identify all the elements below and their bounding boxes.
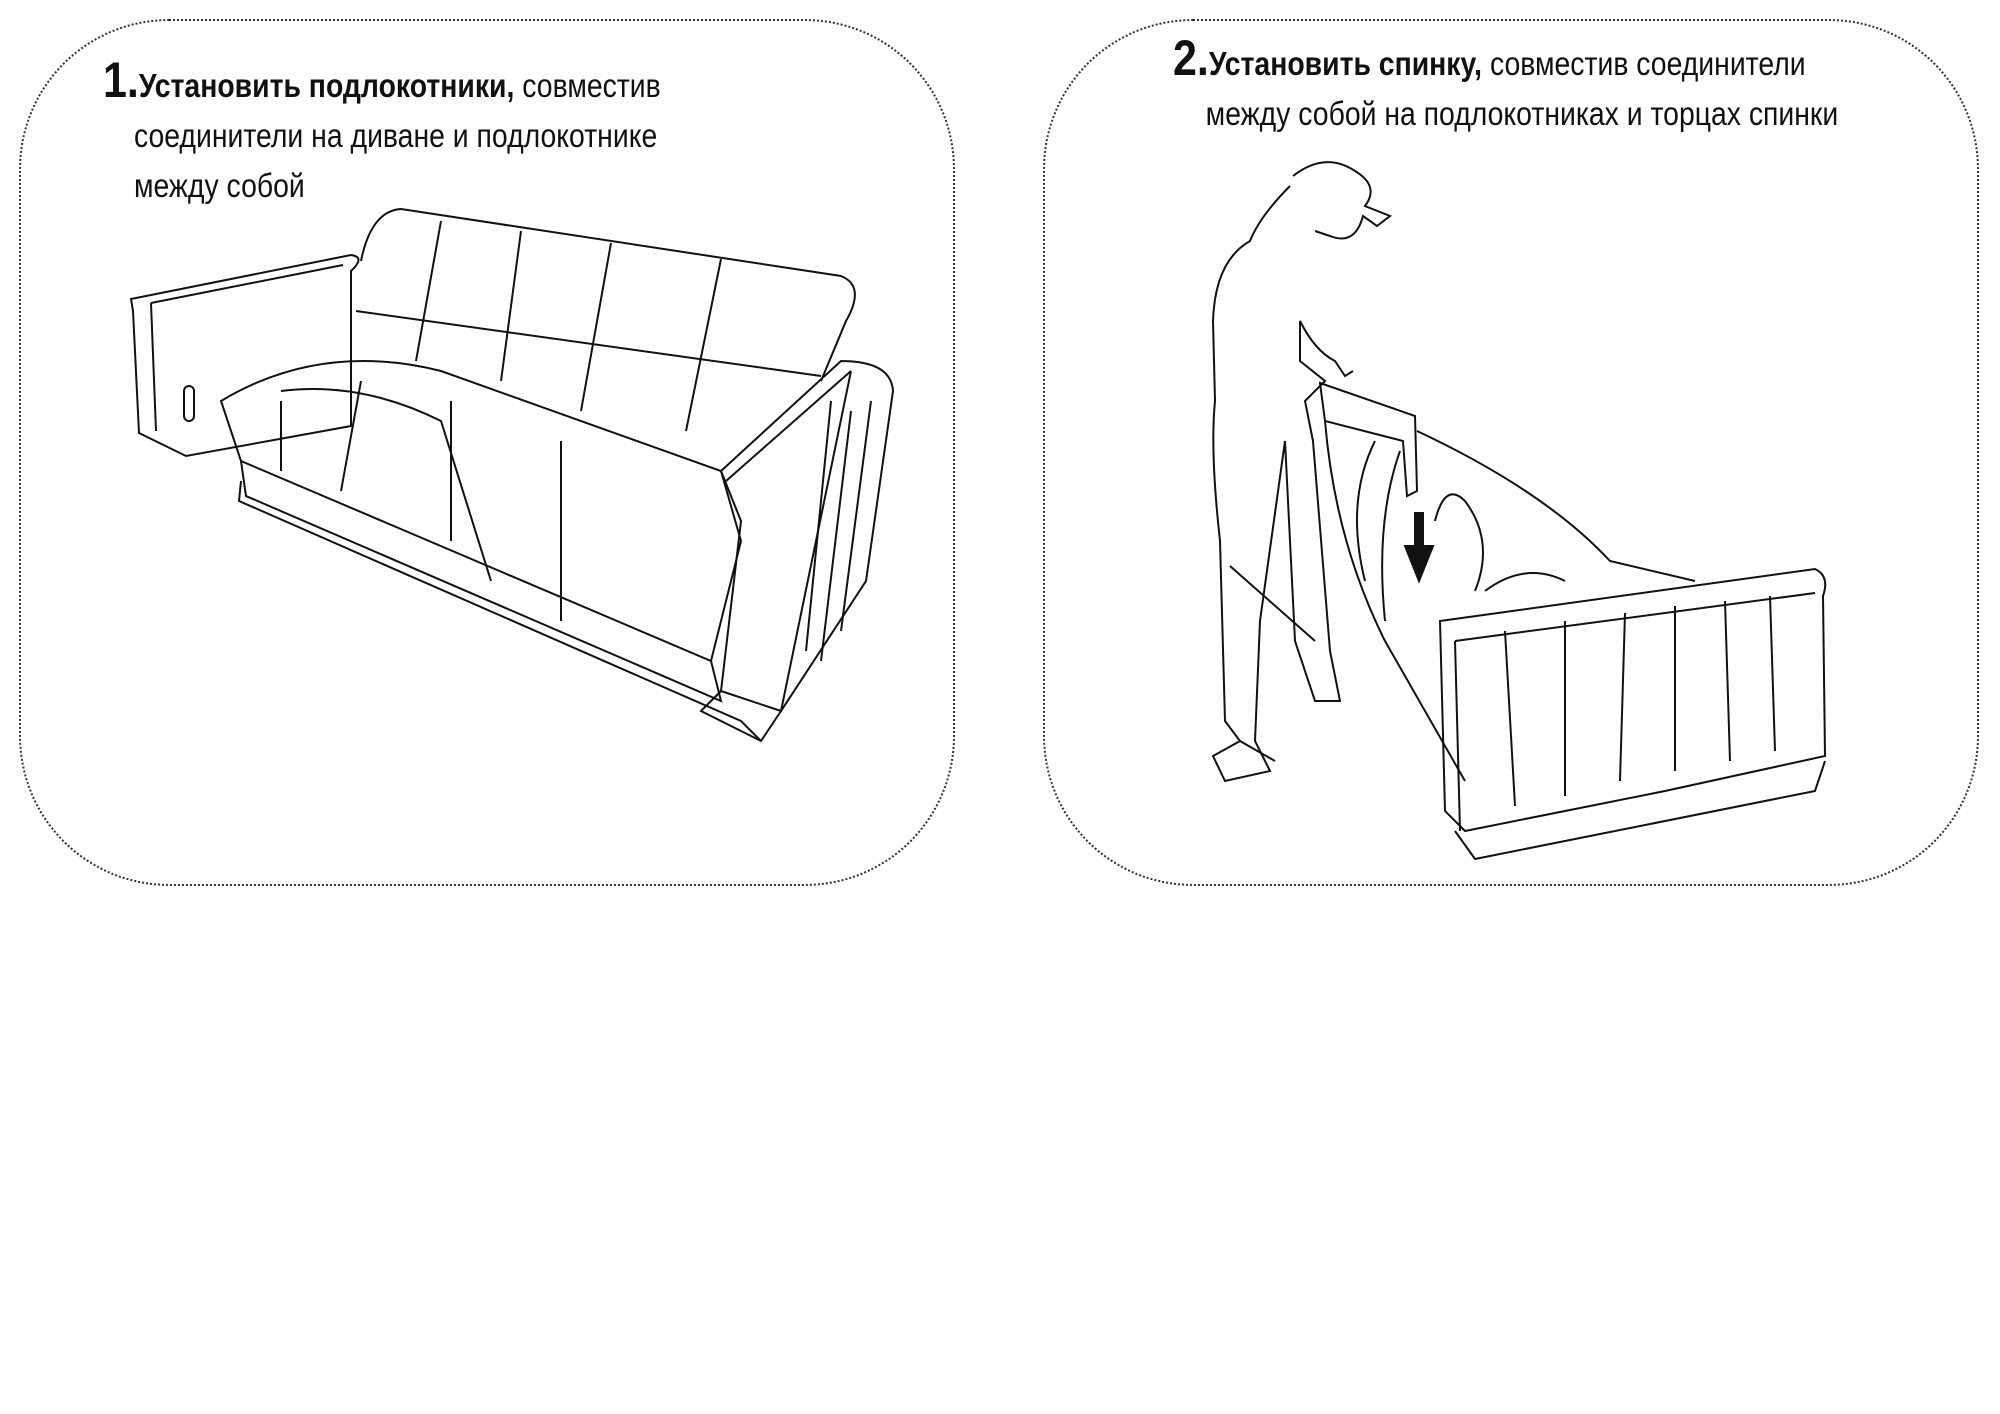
step-2-panel: 2.Установить спинку, совместив соедините… xyxy=(1043,19,1979,886)
step-text: совместив соединители xyxy=(1482,45,1806,82)
step-text: между собой xyxy=(133,167,305,204)
step-2-caption: 2.Установить спинку, совместив соедините… xyxy=(1173,33,1838,139)
step-number: 2. xyxy=(1173,30,1209,86)
sofa-illustration xyxy=(129,207,895,743)
step-text: совместив xyxy=(514,67,661,104)
step-title: Установить спинку, xyxy=(1208,45,1483,82)
step-text: между собой на подлокотниках и торцах сп… xyxy=(1205,95,1839,132)
person-sofa-illustration xyxy=(1211,161,1827,861)
step-title: Установить подлокотники, xyxy=(138,67,515,104)
step-1-caption: 1.Установить подлокотники, совместив сое… xyxy=(103,55,661,211)
step-text: соединители на диване и подлокотнике xyxy=(133,117,658,154)
step-number: 1. xyxy=(103,52,139,108)
step-1-panel: 1.Установить подлокотники, совместив сое… xyxy=(19,19,955,886)
